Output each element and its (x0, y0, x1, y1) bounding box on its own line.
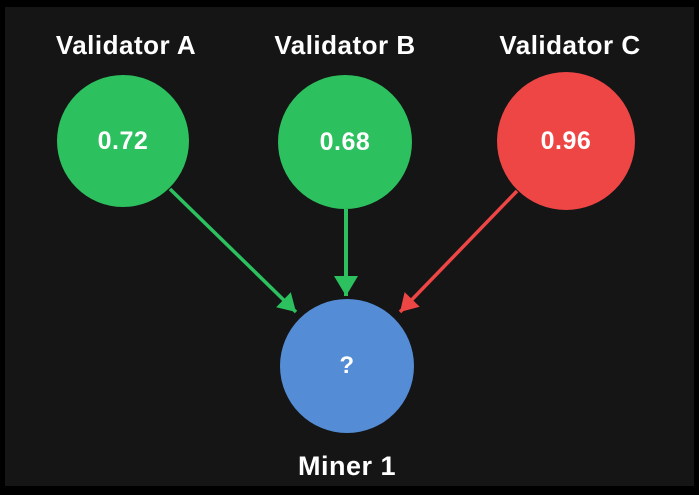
validator-a-node: 0.72 (57, 75, 189, 207)
validator-c-label: Validator C (499, 30, 641, 60)
miner-label: Miner 1 (297, 451, 397, 481)
validator-b-label: Validator B (274, 30, 416, 60)
validator-b-node: 0.68 (278, 75, 412, 209)
validator-b-score: 0.68 (319, 127, 371, 156)
validator-a-score: 0.72 (97, 126, 149, 155)
validator-c-score: 0.96 (540, 126, 592, 155)
miner-score: ? (339, 352, 355, 379)
validator-c-node: 0.96 (497, 72, 635, 210)
miner-node: ? (280, 299, 414, 433)
validator-a-label: Validator A (55, 30, 197, 60)
